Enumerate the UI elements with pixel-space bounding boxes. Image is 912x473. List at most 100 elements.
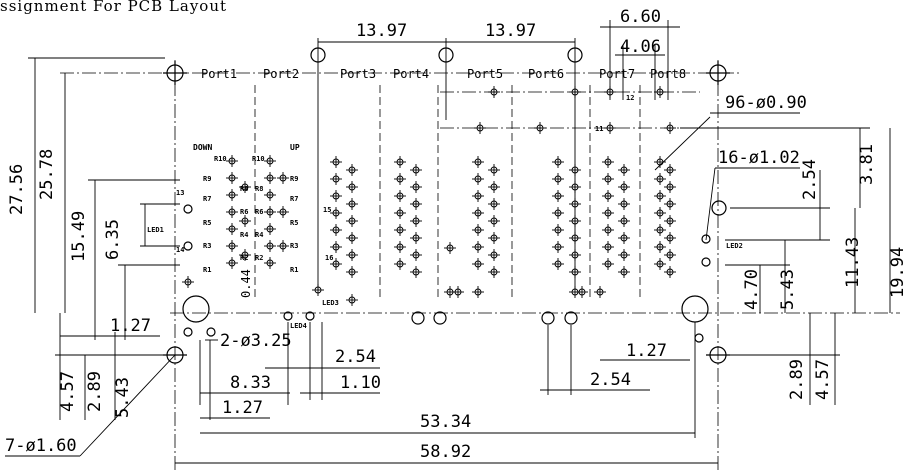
pin-hole bbox=[602, 207, 614, 219]
dim-27-56: 27.56 bbox=[7, 164, 27, 215]
pin-hole bbox=[552, 190, 564, 202]
dim-1-27-left: 1.27 bbox=[110, 316, 151, 336]
pin-hole bbox=[264, 240, 276, 252]
port-label-5: Port5 bbox=[467, 67, 503, 81]
pin-hole bbox=[394, 258, 406, 270]
pin-hole bbox=[472, 207, 484, 219]
dim-6-35: 6.35 bbox=[103, 219, 123, 260]
pin-hole bbox=[602, 190, 614, 202]
dim-holes-096: 96-ø0.90 bbox=[725, 93, 807, 113]
resistor-label: R4 bbox=[255, 231, 263, 239]
pin-hole bbox=[664, 122, 676, 134]
resistor-label: R8 bbox=[255, 185, 263, 193]
top-dimensions: 13.97 13.97 6.60 4.06 bbox=[317, 7, 680, 290]
resistor-label: R7 bbox=[203, 195, 211, 203]
pin-hole bbox=[488, 232, 500, 244]
pin-hole bbox=[452, 286, 464, 298]
pin-hole bbox=[552, 241, 564, 253]
left-dimensions: 27.56 25.78 15.49 6.35 1.27 0.44 bbox=[7, 57, 253, 340]
port-labels: Port1 Port2 Port3 Port4 Port5 Port6 Port… bbox=[201, 67, 686, 81]
pin-hole bbox=[618, 249, 630, 261]
resistor-label: R9 bbox=[290, 175, 298, 183]
pin-hole bbox=[410, 232, 422, 244]
label-pin16: 16 bbox=[325, 254, 333, 262]
pin-hole bbox=[226, 172, 238, 184]
pin-hole bbox=[444, 242, 456, 254]
pin-hole bbox=[264, 257, 276, 269]
pin-hole bbox=[664, 198, 676, 210]
pin-hole bbox=[488, 86, 500, 98]
mounting-holes bbox=[163, 47, 730, 364]
pin-hole bbox=[394, 224, 406, 236]
pin-hole bbox=[346, 215, 358, 227]
resistor-label: R6 bbox=[255, 208, 263, 216]
pin-hole bbox=[330, 207, 342, 219]
dim-0-44: 0.44 bbox=[239, 269, 253, 298]
dim-5-43-right: 5.43 bbox=[778, 269, 798, 310]
pin-hole bbox=[654, 258, 666, 270]
pin-hole bbox=[488, 181, 500, 193]
pin-hole bbox=[664, 181, 676, 193]
dim-5-43-left: 5.43 bbox=[113, 377, 133, 418]
resistor-label: R8 bbox=[240, 185, 248, 193]
pin-hole bbox=[602, 156, 614, 168]
dim-4-06: 4.06 bbox=[620, 37, 661, 57]
port-label-4: Port4 bbox=[393, 67, 429, 81]
pin-hole bbox=[664, 215, 676, 227]
pin-hole bbox=[472, 224, 484, 236]
pin-hole-grid bbox=[182, 86, 676, 306]
pin-hole bbox=[410, 215, 422, 227]
pin-hole bbox=[277, 240, 289, 252]
dim-13-97-b: 13.97 bbox=[485, 21, 536, 41]
pin-hole bbox=[264, 172, 276, 184]
pin-hole bbox=[472, 286, 484, 298]
pin-hole bbox=[394, 190, 406, 202]
pin-hole bbox=[618, 232, 630, 244]
pin-hole bbox=[488, 198, 500, 210]
pin-hole bbox=[239, 249, 251, 261]
pin-hole bbox=[226, 223, 238, 235]
pin-hole bbox=[330, 156, 342, 168]
dim-1-10: 1.10 bbox=[340, 373, 381, 393]
dim-2-54-right: 2.54 bbox=[800, 159, 820, 200]
pin-hole bbox=[472, 190, 484, 202]
pin-hole bbox=[410, 198, 422, 210]
dim-2-54-bottom-a: 2.54 bbox=[335, 347, 376, 367]
pin-hole bbox=[602, 258, 614, 270]
pin-hole bbox=[534, 122, 546, 134]
pin-hole bbox=[488, 266, 500, 278]
resistor-label: R4 bbox=[240, 231, 248, 239]
pin-hole bbox=[664, 249, 676, 261]
pin-hole bbox=[618, 198, 630, 210]
pin-hole bbox=[594, 286, 606, 298]
pin-hole bbox=[602, 241, 614, 253]
pin-hole bbox=[618, 181, 630, 193]
pin-hole bbox=[394, 173, 406, 185]
label-led1: LED1 bbox=[147, 226, 164, 234]
dim-2-89-left: 2.89 bbox=[85, 371, 105, 412]
pin-hole bbox=[654, 190, 666, 202]
dim-58-92: 58.92 bbox=[420, 442, 471, 462]
pin-hole bbox=[472, 258, 484, 270]
label-pin11: 11 bbox=[595, 125, 603, 133]
resistor-label: R1 bbox=[290, 266, 298, 274]
pin-hole bbox=[264, 189, 276, 201]
pin-hole bbox=[618, 164, 630, 176]
pin-hole bbox=[654, 224, 666, 236]
right-dimensions: 96-ø0.90 16-ø1.02 2.54 3.81 11.43 19.94 … bbox=[654, 93, 908, 405]
dim-11-43: 11.43 bbox=[843, 237, 863, 288]
pin-hole bbox=[226, 155, 238, 167]
resistor-label: R5 bbox=[290, 219, 298, 227]
pin-hole bbox=[410, 249, 422, 261]
resistor-label: R9 bbox=[203, 175, 211, 183]
pin-hole bbox=[552, 224, 564, 236]
pin-hole bbox=[330, 224, 342, 236]
label-r10-b: R10 bbox=[252, 155, 265, 163]
pin-hole bbox=[488, 249, 500, 261]
drawing-title: ssignment For PCB Layout bbox=[0, 0, 227, 15]
component-labels: DOWN UP LED1 LED2 LED3 LED4 R10 R10 13 1… bbox=[147, 94, 743, 330]
pin-hole bbox=[346, 266, 358, 278]
label-pin12: 12 bbox=[626, 94, 634, 102]
